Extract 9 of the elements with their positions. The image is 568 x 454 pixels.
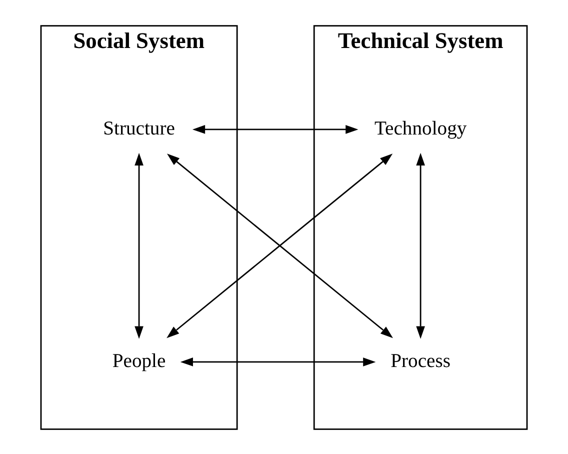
arrow	[416, 152, 425, 338]
node-text: Technology	[374, 118, 467, 140]
arrow	[180, 357, 376, 366]
node-text: Structure	[103, 118, 175, 140]
arrow	[134, 152, 144, 338]
arrow	[192, 124, 358, 134]
node-text: Process	[390, 350, 450, 372]
arrow	[166, 153, 393, 338]
node-text: People	[112, 350, 166, 372]
